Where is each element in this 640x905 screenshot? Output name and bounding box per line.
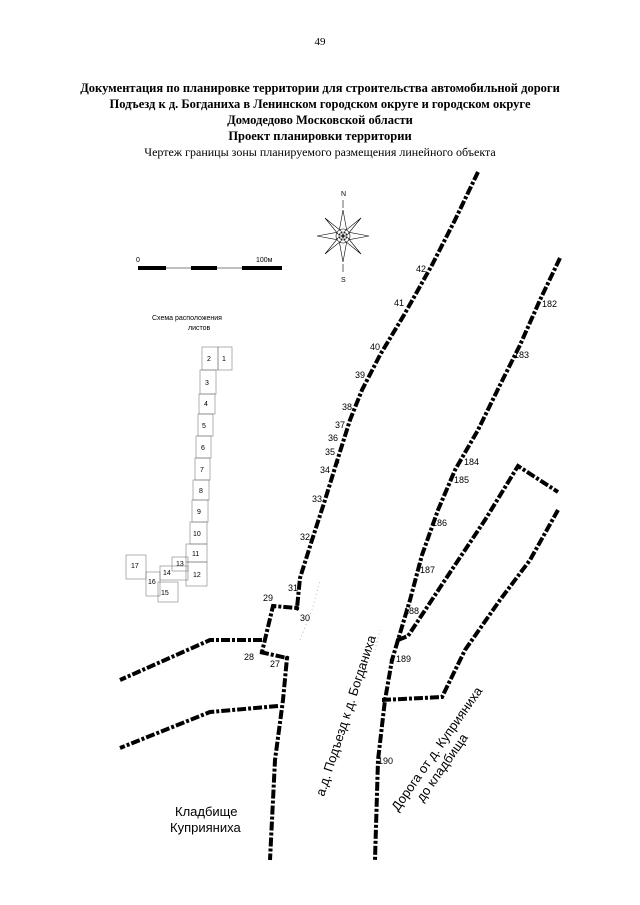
sheet-label-1: 1 bbox=[222, 356, 226, 363]
scale-bar: 0 100м bbox=[136, 257, 282, 270]
cemetery-label-2: Куприяниха bbox=[170, 820, 241, 835]
point-label-185: 185 bbox=[454, 475, 469, 485]
point-label-183: 183 bbox=[514, 350, 529, 360]
sheet-label-10: 10 bbox=[193, 531, 201, 538]
point-label-30: 30 bbox=[300, 613, 310, 623]
header-line-3: Домодедово Московской области bbox=[227, 113, 413, 127]
sheet-label-4: 4 bbox=[204, 401, 208, 408]
point-label-182: 182 bbox=[542, 299, 557, 309]
point-label-189: 189 bbox=[396, 654, 411, 664]
point-label-187: 187 bbox=[420, 565, 435, 575]
boundary-main-left bbox=[260, 171, 480, 653]
sheet-label-2: 2 bbox=[207, 356, 211, 363]
boundary-kupr-upper bbox=[397, 463, 560, 642]
road-kupr-label-1: Дорога от д. Куприяниха bbox=[388, 683, 486, 813]
point-label-38: 38 bbox=[342, 402, 352, 412]
point-label-32: 32 bbox=[300, 532, 310, 542]
point-label-35: 35 bbox=[325, 447, 335, 457]
sheet-label-16: 16 bbox=[148, 579, 156, 586]
sheet-label-3: 3 bbox=[205, 380, 209, 387]
scale-end-label: 100м bbox=[256, 257, 273, 264]
boundary-main-right bbox=[373, 257, 562, 861]
point-label-186: 186 bbox=[432, 518, 447, 528]
point-label-37: 37 bbox=[335, 420, 345, 430]
page-number: 49 bbox=[314, 36, 326, 48]
road-main-label: а.д. Подъезд к д. Богданиха bbox=[313, 633, 379, 798]
sheet-label-12: 12 bbox=[193, 572, 201, 579]
boundary-27-down bbox=[259, 650, 290, 861]
sheet-label-9: 9 bbox=[197, 509, 201, 516]
document-header: Документация по планировке территории дл… bbox=[0, 80, 640, 160]
sheet-label-8: 8 bbox=[199, 488, 203, 495]
sheet-label-7: 7 bbox=[200, 467, 204, 474]
sheet-label-6: 6 bbox=[201, 445, 205, 452]
point-label-33: 33 bbox=[312, 494, 322, 504]
point-label-190: 190 bbox=[378, 756, 393, 766]
sheet-label-5: 5 bbox=[202, 423, 206, 430]
boundary-west-upper bbox=[119, 638, 262, 682]
point-label-39: 39 bbox=[355, 370, 365, 380]
compass-south-label: S bbox=[341, 277, 346, 284]
scale-start-label: 0 bbox=[136, 257, 140, 264]
point-label-40: 40 bbox=[370, 342, 380, 352]
sheet-label-14: 14 bbox=[163, 570, 171, 577]
point-label-34: 34 bbox=[320, 465, 330, 475]
sheet-label-15: 15 bbox=[161, 590, 169, 597]
point-label-29: 29 bbox=[263, 593, 273, 603]
compass-north-label: N bbox=[341, 191, 346, 198]
sheet-scheme-title-1: Схема расположения bbox=[152, 315, 222, 322]
header-line-1: Документация по планировке территории дл… bbox=[80, 81, 560, 95]
boundary-west-lower bbox=[119, 704, 279, 750]
point-label-188: 188 bbox=[404, 606, 419, 616]
point-label-27: 27 bbox=[270, 659, 280, 669]
header-line-4: Проект планировки территории bbox=[228, 129, 412, 143]
point-label-31: 31 bbox=[288, 583, 298, 593]
sheet-layout-scheme: Схема расположения листов 1 2 3 4 bbox=[125, 315, 233, 603]
point-label-28: 28 bbox=[244, 652, 254, 662]
point-label-36: 36 bbox=[328, 433, 338, 443]
header-line-5: Чертеж границы зоны планируемого размеще… bbox=[144, 145, 496, 159]
compass-rose-icon: N S bbox=[316, 191, 370, 284]
sheet-label-11: 11 bbox=[192, 551, 199, 558]
sheet-label-17: 17 bbox=[131, 563, 139, 570]
boundary-kupr-lower bbox=[381, 509, 560, 702]
point-label-41: 41 bbox=[394, 298, 404, 308]
point-label-184: 184 bbox=[464, 457, 479, 467]
cemetery-label-1: Кладбище bbox=[175, 804, 237, 819]
sheet-scheme-title-2: листов bbox=[188, 325, 211, 332]
header-line-2: Подъезд к д. Богданиха в Ленинском город… bbox=[109, 97, 531, 111]
sheet-label-13: 13 bbox=[176, 561, 184, 568]
point-label-42: 42 bbox=[416, 264, 426, 274]
